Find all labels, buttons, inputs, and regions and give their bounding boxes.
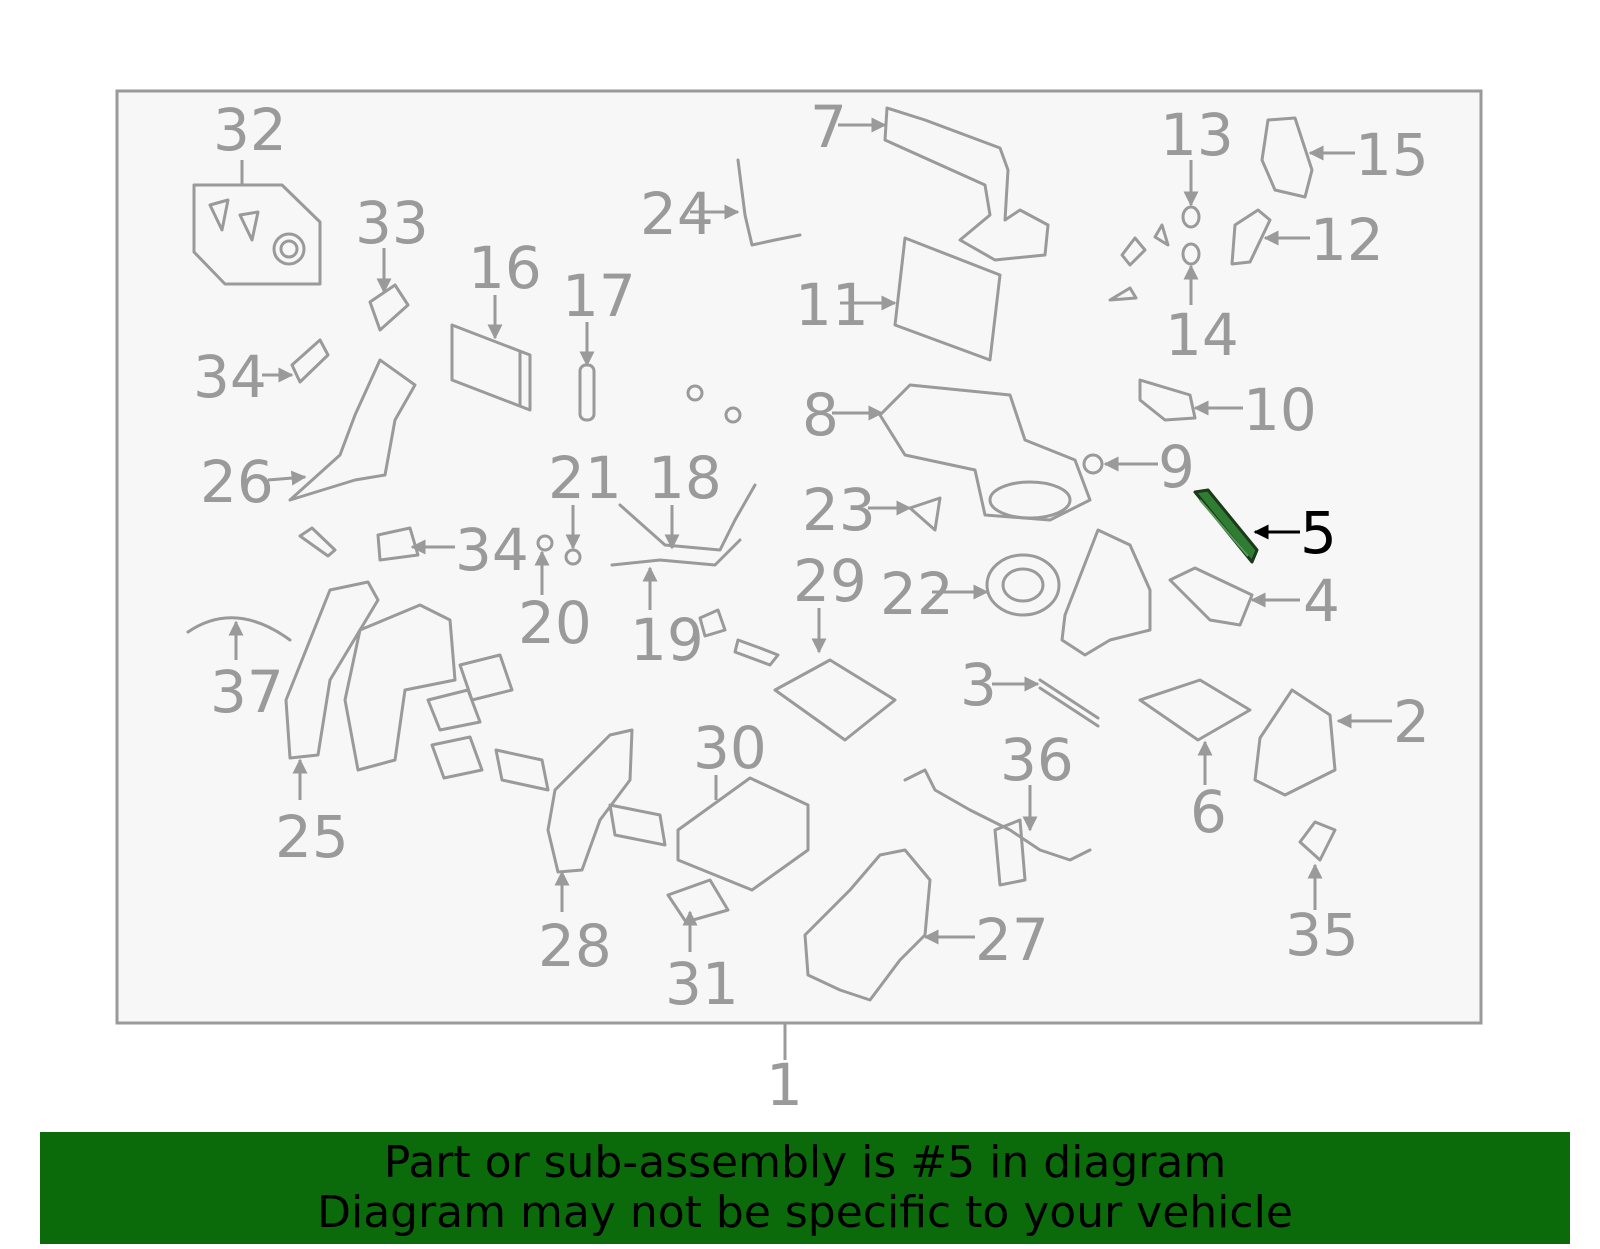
part-14 xyxy=(1181,242,1201,266)
callout-15: 15 xyxy=(1355,121,1429,189)
callout-7: 7 xyxy=(810,93,847,161)
callout-34b: 34 xyxy=(455,516,529,584)
leaders xyxy=(228,117,1392,952)
part-13 xyxy=(1181,205,1201,229)
part-clip-13a xyxy=(1108,223,1170,302)
part-15 xyxy=(1260,116,1314,199)
callout-5: 5 xyxy=(1300,499,1337,567)
part-10 xyxy=(1138,378,1197,422)
part-28 xyxy=(546,728,634,874)
callout-18: 18 xyxy=(648,444,722,512)
part-3 xyxy=(1038,678,1100,728)
part-30 xyxy=(676,776,810,892)
part-25 xyxy=(284,580,380,760)
part-23 xyxy=(908,496,942,532)
callout-35: 35 xyxy=(1285,901,1359,969)
part-20 xyxy=(536,534,554,552)
callout-28: 28 xyxy=(538,912,612,980)
callout-22: 22 xyxy=(880,560,954,628)
callout-30: 30 xyxy=(693,714,767,782)
callout-12: 12 xyxy=(1310,206,1384,274)
part-31 xyxy=(666,878,730,924)
part-4 xyxy=(1168,566,1254,627)
callout-20: 20 xyxy=(518,589,592,657)
part-vent-c xyxy=(430,735,484,780)
callout-2: 2 xyxy=(1393,688,1430,756)
callout-6: 6 xyxy=(1190,778,1227,846)
callout-31: 31 xyxy=(665,950,739,1018)
part-clip-b xyxy=(724,406,742,424)
part-34a xyxy=(290,338,330,384)
banner-line-2: Diagram may not be specific to your vehi… xyxy=(317,1187,1293,1238)
part-21 xyxy=(564,548,582,566)
part-7 xyxy=(883,106,1050,262)
part-16 xyxy=(450,323,532,412)
callout-36: 36 xyxy=(1000,726,1074,794)
part-vent-b xyxy=(426,688,482,732)
part-6 xyxy=(1138,678,1252,742)
callout-4: 4 xyxy=(1303,567,1340,635)
info-banner: Part or sub-assembly is #5 in diagram Di… xyxy=(40,1132,1570,1244)
callout-11: 11 xyxy=(795,271,869,339)
callout-19: 19 xyxy=(630,606,704,674)
callout-13: 13 xyxy=(1160,101,1234,169)
part-5-gasket-inner xyxy=(1199,499,1249,557)
part-11 xyxy=(893,236,1002,362)
callout-33: 33 xyxy=(355,189,429,257)
part-22-hub xyxy=(1001,567,1045,603)
part-36-conn xyxy=(993,818,1027,887)
part-37 xyxy=(186,616,292,642)
part-duct-left xyxy=(343,603,457,772)
callout-37: 37 xyxy=(210,658,284,726)
callout-29: 29 xyxy=(793,547,867,615)
part-blower-case xyxy=(1060,528,1152,657)
callout-9: 9 xyxy=(1158,433,1195,501)
callout-17: 17 xyxy=(562,262,636,330)
part-26 xyxy=(288,358,417,502)
callout-1: 1 xyxy=(766,1051,803,1119)
part-32 xyxy=(192,183,322,286)
part-35 xyxy=(1298,820,1337,862)
callout-32: 32 xyxy=(213,96,287,164)
part-29 xyxy=(773,658,897,742)
callout-21: 21 xyxy=(548,444,622,512)
part-vent-d xyxy=(494,748,550,792)
callouts: 1 2 3 4 5 6 7 8 9 10 11 12 13 14 15 16 1… xyxy=(193,93,1430,1119)
part-clip-a xyxy=(686,384,704,402)
part-34b xyxy=(376,526,420,562)
part-8-blower-ring xyxy=(988,480,1072,520)
callout-34a: 34 xyxy=(193,343,267,411)
part-24 xyxy=(736,158,802,247)
callout-26: 26 xyxy=(200,448,274,516)
part-18-19 xyxy=(610,483,757,567)
callout-27: 27 xyxy=(975,906,1049,974)
callout-8: 8 xyxy=(802,381,839,449)
part-12 xyxy=(1230,208,1272,266)
part-8 xyxy=(878,383,1092,522)
part-bolt xyxy=(298,526,337,558)
callout-25: 25 xyxy=(275,803,349,871)
part-vent-a xyxy=(458,653,514,702)
callout-10: 10 xyxy=(1243,376,1317,444)
callout-14: 14 xyxy=(1165,301,1239,369)
callout-16: 16 xyxy=(468,234,542,302)
part-vent-e xyxy=(608,803,667,847)
part-bolt-19 xyxy=(698,608,780,667)
callout-3: 3 xyxy=(960,651,997,719)
banner-line-1: Part or sub-assembly is #5 in diagram xyxy=(383,1137,1227,1188)
callout-24: 24 xyxy=(640,180,714,248)
parts-diagram: 1 2 3 4 5 6 7 8 9 10 11 12 13 14 15 16 1… xyxy=(115,89,1483,1119)
part-36 xyxy=(903,768,1092,862)
part-9 xyxy=(1082,453,1104,475)
callout-23: 23 xyxy=(802,476,876,544)
part-2 xyxy=(1253,688,1337,797)
